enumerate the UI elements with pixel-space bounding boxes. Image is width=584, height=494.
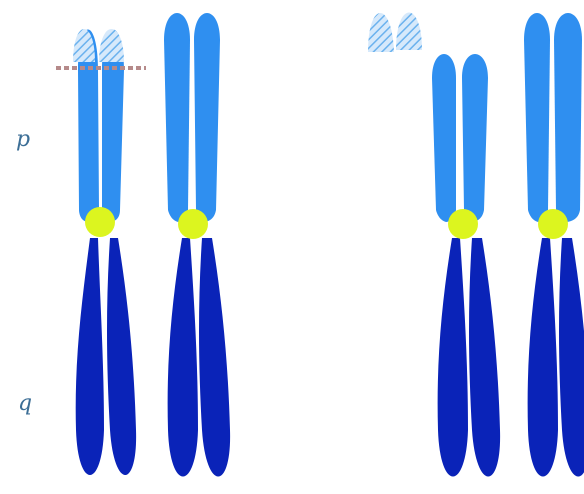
fragment-b <box>396 13 422 51</box>
chromosome-1 <box>56 29 146 475</box>
chromosome-3 <box>432 54 500 477</box>
chromosome-2 <box>164 13 230 477</box>
p-arm-label: p <box>16 127 30 152</box>
chromatid-3b-p-arm <box>462 54 488 222</box>
centromere-icon <box>448 209 478 239</box>
chromatid-4b-q-arm <box>559 238 584 477</box>
chromosome-fragment-icon <box>368 13 422 53</box>
chromatid-3a-q-arm <box>438 238 468 477</box>
chromatid-4b-p-arm <box>554 13 582 222</box>
fragment-a <box>368 13 394 52</box>
chromatid-3b-q-arm <box>469 238 500 477</box>
chromatid-2a-q-arm <box>168 238 198 477</box>
chromatid-1b-q-arm <box>107 238 136 475</box>
chromatid-2a-p-arm <box>164 13 190 222</box>
centromere-icon <box>538 209 568 239</box>
chromatid-2b-p-arm <box>194 13 220 222</box>
chromatid-1a-q-arm <box>76 238 104 475</box>
chromatid-4a-p-arm <box>524 13 550 222</box>
chromatid-2b-q-arm <box>199 238 230 477</box>
q-arm-label: q <box>18 391 32 416</box>
deleted-segment-1b <box>99 29 124 62</box>
chromatid-4a-q-arm <box>528 238 558 477</box>
centromere-icon <box>85 207 115 237</box>
centromere-icon <box>178 209 208 239</box>
chromosome-4 <box>524 13 584 477</box>
chromatid-3a-p-arm <box>432 54 456 222</box>
